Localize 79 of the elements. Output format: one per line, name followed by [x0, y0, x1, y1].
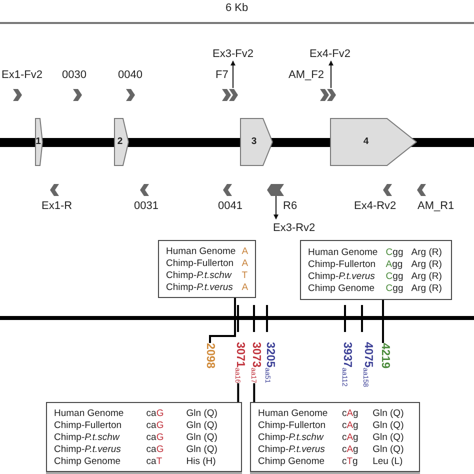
amino-acid: Gln (Q) [186, 444, 218, 454]
codon: Cgg [386, 246, 404, 258]
sequence-table [46, 402, 242, 472]
primer-label: AM_R1 [418, 200, 454, 212]
strain-name: Chimp-Fullerton [54, 420, 123, 430]
amino-acid: His (H) [186, 456, 217, 466]
amino-acid: Arg (R) [411, 258, 443, 270]
strain-name: Chimp-Fullerton [258, 420, 327, 430]
amino-acid: Gln (Q) [372, 432, 405, 442]
codon: cAg [342, 420, 360, 430]
primer-label: Ex3-Rv2 [273, 222, 316, 234]
sequence-table [300, 240, 452, 300]
amino-acid: Gln (Q) [186, 420, 218, 430]
exon-number: 1 [35, 136, 42, 148]
codon: cTg [342, 456, 359, 466]
strain-name: Chimp-P.t.verus [166, 282, 234, 292]
amino-acid: Gln (Q) [372, 408, 405, 418]
primer-label: AM_F2 [288, 69, 324, 81]
strain-name: Chimp Genome [308, 282, 376, 294]
codon: Agg [386, 258, 404, 270]
strain-name: Chimp Genome [54, 456, 122, 466]
strain-name: Chimp-P.t.verus [258, 444, 326, 454]
primer-label: Ex3-Fv2 [212, 48, 254, 60]
strain-name: Chimp-P.t.schw [166, 270, 233, 280]
exon-number: 4 [362, 136, 370, 148]
strain-name: Human Genome [308, 246, 379, 258]
leader-line [382, 300, 384, 343]
primer-label: Ex1-R [42, 200, 72, 212]
strain-name: Chimp-P.t.verus [54, 444, 122, 454]
position-label: 2098 [204, 343, 216, 369]
codon: cAg [342, 444, 360, 454]
amino-acid: Leu (L) [372, 456, 404, 466]
strain-name: Human Genome [54, 408, 125, 418]
amino-acid: Gln (Q) [186, 432, 218, 442]
exon-number: 2 [116, 136, 124, 148]
codon: T [242, 270, 248, 280]
primer-label: 0030 [62, 69, 86, 81]
scale-label: 6 Kb [226, 2, 248, 14]
strain-name: Chimp Genome [258, 456, 326, 466]
codon: caG [146, 444, 165, 454]
strain-name: Chimp-P.t.verus [308, 270, 376, 282]
position-label: 4219 [379, 343, 391, 369]
leader-line [237, 383, 240, 402]
amino-acid: Arg (R) [411, 246, 443, 258]
codon: Cgg [386, 270, 404, 282]
strain-name: Chimp-P.t.schw [258, 432, 325, 442]
amino-acid: Gln (Q) [372, 444, 405, 454]
amino-acid: Arg (R) [411, 270, 443, 282]
sequence-table [250, 402, 420, 472]
amino-acid: Gln (Q) [186, 408, 218, 418]
codon: caG [146, 408, 165, 418]
primer-label: 0041 [218, 200, 242, 212]
amino-acid: Gln (Q) [372, 420, 405, 430]
codon: A [242, 246, 248, 256]
codon: cAg [342, 408, 360, 418]
strain-name: Chimp-P.t.schw [54, 432, 121, 442]
codon: Cgg [386, 282, 404, 294]
primer-label: R6 [283, 200, 298, 212]
amino-acid: Arg (R) [411, 282, 443, 294]
strain-name: Chimp-Fullerton [166, 258, 235, 268]
codon: A [242, 282, 248, 292]
codon: caT [146, 456, 164, 466]
strain-name: Human Genome [166, 246, 236, 256]
primer-label: Ex1-Fv2 [2, 69, 42, 81]
primer-label: Ex4-Rv2 [354, 200, 396, 212]
codon: cAg [342, 432, 360, 442]
primer-label: F7 [216, 69, 228, 81]
primer-label: 0031 [134, 200, 158, 212]
exon-number: 3 [250, 136, 258, 148]
codon: caG [146, 420, 165, 430]
codon: caG [146, 432, 165, 442]
leader-line [209, 298, 236, 343]
strain-name: Chimp-Fullerton [308, 258, 377, 270]
codon: A [242, 258, 248, 268]
primer-label: 0040 [118, 69, 142, 81]
sequence-table [158, 240, 256, 298]
strain-name: Human Genome [258, 408, 329, 418]
primer-label: Ex4-Fv2 [310, 48, 350, 60]
leader-line [253, 383, 256, 402]
